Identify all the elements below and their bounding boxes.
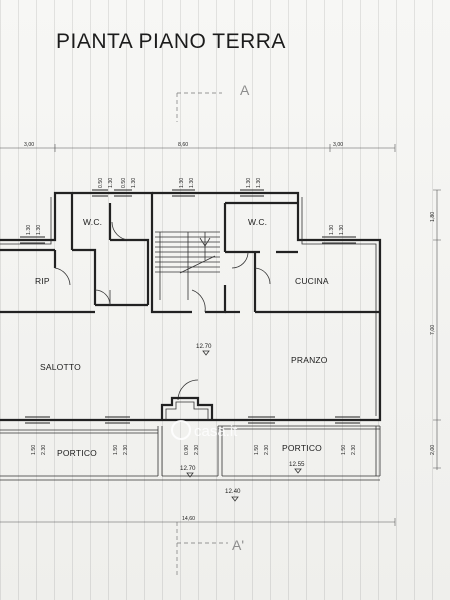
section-line: A A' <box>176 82 250 575</box>
section-mark-top: A <box>240 82 250 98</box>
watermark-text: casa.it <box>194 423 238 440</box>
win-portico-1-width: 1.50 <box>31 445 37 455</box>
level-portico: 12.55 <box>289 461 305 468</box>
dim-right-middle: 7,00 <box>430 325 436 335</box>
win-portico-2-height: 2.30 <box>123 445 129 455</box>
room-label-portico-right: PORTICO <box>282 443 322 453</box>
room-label-rip: RIP <box>35 276 50 286</box>
room-label-portico-left: PORTICO <box>57 448 97 458</box>
room-label-wc-right: W.C. <box>248 217 267 227</box>
top-dimension-line: 3,00 8,60 3,00 <box>0 142 396 152</box>
watermark-logo-icon <box>171 420 191 440</box>
watermark: casa.it <box>171 420 238 440</box>
level-outside: 12.40 <box>225 488 241 495</box>
room-label-cucina: CUCINA <box>295 276 329 286</box>
room-labels: W.C. W.C. RIP CUCINA SALOTTO PRANZO PORT… <box>35 217 329 458</box>
portico-outline <box>0 425 381 481</box>
win-wc-right-width: 1.30 <box>246 178 252 188</box>
room-label-salotto: SALOTTO <box>40 362 81 372</box>
win-portico-1-height: 2.30 <box>41 445 47 455</box>
win-entry-height: 2.30 <box>194 445 200 455</box>
win-portico-2-width: 1.50 <box>113 445 119 455</box>
win-portico-3-height: 2.30 <box>264 445 270 455</box>
win-wc-b-width: 0.50 <box>121 178 127 188</box>
dim-top-center: 8,60 <box>178 142 188 148</box>
win-rip-height: 1.30 <box>36 225 42 235</box>
win-entry-width: 0.90 <box>184 445 190 455</box>
win-portico-4-height: 2.30 <box>351 445 357 455</box>
dim-top-right: 3,00 <box>333 142 343 148</box>
win-stair-width: 1.30 <box>179 178 185 188</box>
window-dimension-labels: 1.30 1.30 0.50 1.30 0.50 1.30 1.30 1.30 … <box>26 178 357 455</box>
interior-walls <box>0 193 380 314</box>
bottom-dimension-line: 14,60 <box>0 516 396 526</box>
win-cucina-width: 1.30 <box>329 225 335 235</box>
level-main: 12.70 <box>196 343 212 350</box>
staircase <box>155 231 220 300</box>
win-rip-width: 1.30 <box>26 225 32 235</box>
win-cucina-height: 1.30 <box>339 225 345 235</box>
win-wc-a-width: 0.50 <box>98 178 104 188</box>
right-dimension-line: 1,80 7,00 2,00 <box>430 189 441 470</box>
dim-top-left: 3,00 <box>24 142 34 148</box>
win-wc-a-height: 1.30 <box>108 178 114 188</box>
win-stair-height: 1.30 <box>189 178 195 188</box>
win-wc-b-height: 1.30 <box>131 178 137 188</box>
room-label-pranzo: PRANZO <box>291 355 328 365</box>
outer-walls <box>0 191 382 422</box>
win-portico-4-width: 1.50 <box>341 445 347 455</box>
dim-bottom-total: 14,60 <box>182 516 195 522</box>
level-entry: 12.70 <box>180 465 196 472</box>
dim-right-lower: 2,00 <box>430 445 436 455</box>
entry-recess <box>160 396 214 420</box>
win-portico-3-width: 1.50 <box>254 445 260 455</box>
win-wc-right-height: 1.30 <box>256 178 262 188</box>
window-openings <box>20 189 360 424</box>
section-mark-bottom: A' <box>232 537 244 553</box>
dim-right-upper: 1,80 <box>430 212 436 222</box>
room-label-wc-left: W.C. <box>83 217 102 227</box>
plan-title: PIANTA PIANO TERRA <box>56 30 286 53</box>
level-marks: 12.70 12.70 12.55 12.40 <box>180 343 305 502</box>
